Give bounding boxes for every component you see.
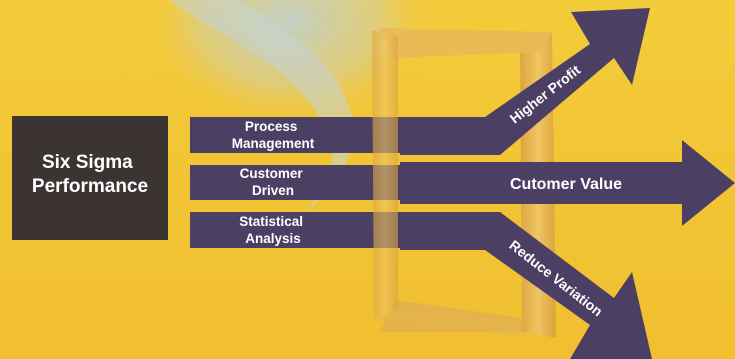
arrow-straight	[400, 140, 735, 226]
output-label-reduce-variation: Reduce Variation	[506, 237, 605, 320]
six-sigma-box	[12, 116, 168, 240]
input-label-statistical-line2: Analysis	[245, 231, 301, 246]
arrow-down	[400, 212, 652, 359]
arrow-up	[400, 8, 650, 155]
input-label-process-line1: Process	[245, 119, 298, 134]
svg-text:Six Sigma Performance: Six Sigma Performance	[32, 152, 148, 197]
svg-text:Customer Driven: Customer Driven	[240, 166, 307, 198]
input-label-process-line2: Management	[232, 136, 315, 151]
source-label-line2: Performance	[32, 176, 148, 197]
background-swirl-band	[170, 0, 353, 215]
svg-text:Process Management: Process Management	[232, 119, 315, 151]
input-label-customer-line1: Customer	[240, 166, 304, 181]
frame-front	[372, 30, 520, 336]
source-label-line1: Six Sigma	[42, 152, 133, 173]
svg-text:Statistical Analysis: Statistical Analysis	[239, 214, 307, 246]
output-label-customer-value: Cutomer Value	[510, 176, 622, 193]
input-label-customer-line2: Driven	[252, 183, 294, 198]
input-label-statistical-line1: Statistical	[239, 214, 303, 229]
